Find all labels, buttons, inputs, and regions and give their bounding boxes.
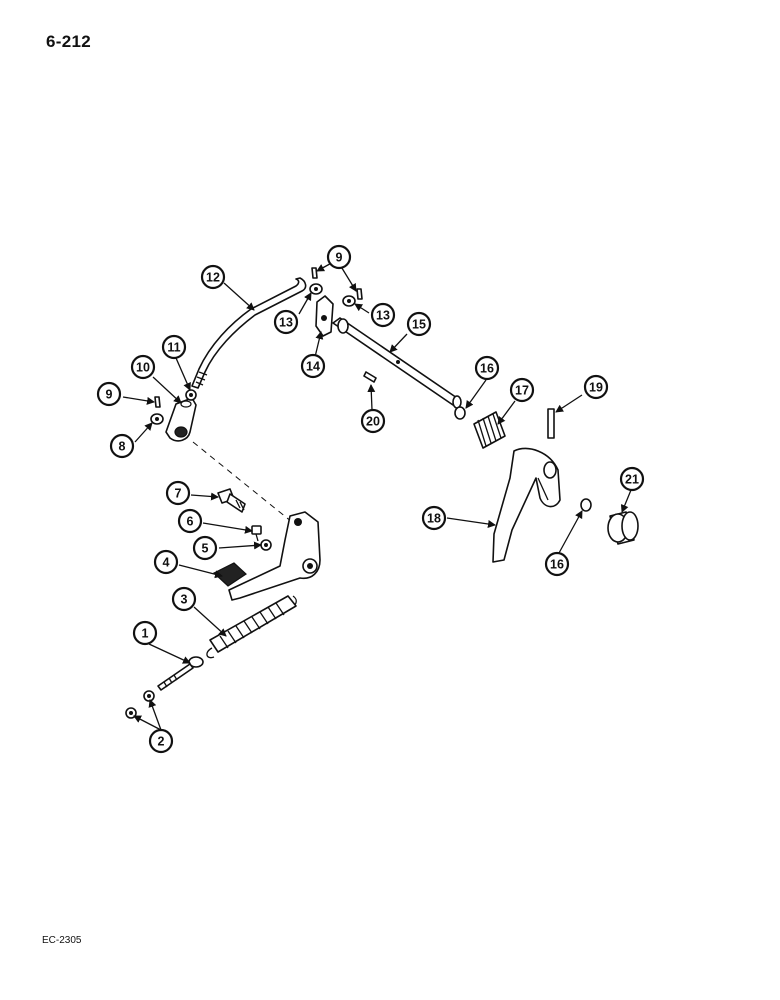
svg-text:17: 17 — [515, 384, 529, 398]
lever-bolt — [251, 525, 262, 542]
callout-9-top: 9 — [326, 244, 352, 270]
svg-text:16: 16 — [550, 558, 564, 572]
svg-text:9: 9 — [106, 388, 113, 402]
callout-3: 3 — [171, 586, 197, 612]
callout-13-right: 13 — [370, 302, 396, 328]
svg-text:14: 14 — [306, 360, 320, 374]
callout-14: 14 — [300, 353, 326, 379]
roll-pin-small — [363, 371, 377, 383]
svg-text:10: 10 — [136, 361, 150, 375]
callout-12: 12 — [200, 264, 226, 290]
svg-text:2: 2 — [158, 735, 165, 749]
callout-20: 20 — [360, 408, 386, 434]
snap-ring-upper — [454, 406, 466, 420]
svg-text:13: 13 — [376, 309, 390, 323]
bushing — [607, 511, 639, 545]
page-number: 6-212 — [46, 32, 91, 51]
callout-9-left: 9 — [96, 381, 122, 407]
svg-text:4: 4 — [163, 556, 170, 570]
callout-7: 7 — [165, 480, 191, 506]
shift-fork — [492, 447, 561, 563]
rod-nut-hole — [189, 393, 193, 397]
return-spring — [206, 595, 297, 659]
svg-text:11: 11 — [167, 341, 180, 355]
callout-21: 21 — [619, 466, 645, 492]
roll-pin-long — [547, 408, 555, 439]
svg-text:1: 1 — [142, 627, 149, 641]
callout-10: 10 — [130, 354, 156, 380]
svg-text:21: 21 — [625, 473, 639, 487]
svg-text:6: 6 — [187, 515, 194, 529]
leader-lines — [122, 259, 632, 731]
callout-16-lower: 16 — [544, 551, 570, 577]
callout-17: 17 — [509, 377, 535, 403]
callout-4: 4 — [153, 549, 179, 575]
callout-6: 6 — [177, 508, 203, 534]
svg-text:8: 8 — [119, 440, 126, 454]
washer-top-left-hole — [314, 287, 318, 291]
callout-13-left: 13 — [273, 309, 299, 335]
rod-end-block — [165, 397, 197, 442]
callout-5: 5 — [192, 535, 218, 561]
nut-lower-hole — [129, 711, 133, 715]
callout-1: 1 — [132, 620, 158, 646]
nut-upper-hole — [147, 694, 151, 698]
cotter-pin-top-left — [311, 267, 318, 279]
shift-arm-plate — [315, 295, 334, 337]
callout-2: 2 — [148, 728, 174, 754]
cotter-pin-top-right — [356, 288, 363, 300]
callout-18: 18 — [421, 505, 447, 531]
svg-text:5: 5 — [202, 542, 209, 556]
svg-text:18: 18 — [427, 512, 441, 526]
svg-text:15: 15 — [412, 318, 426, 332]
figure-code: EC-2305 — [42, 935, 82, 946]
washer-left-hole — [155, 417, 159, 421]
callout-11: 11 — [161, 334, 187, 360]
callout-8: 8 — [109, 433, 135, 459]
lever-nut-hole — [264, 543, 268, 547]
callout-19: 19 — [583, 374, 609, 400]
cotter-pin-left — [154, 396, 161, 408]
pedal-lever — [212, 511, 321, 601]
svg-text:9: 9 — [336, 251, 343, 265]
shift-rod — [191, 277, 307, 389]
svg-text:12: 12 — [206, 271, 220, 285]
svg-text:20: 20 — [366, 415, 380, 429]
detent-spring — [473, 411, 506, 449]
svg-text:19: 19 — [589, 381, 603, 395]
callout-15: 15 — [406, 311, 432, 337]
callout-16-upper: 16 — [474, 355, 500, 381]
pivot-bolt — [217, 488, 246, 513]
svg-text:16: 16 — [480, 362, 494, 376]
snap-ring-lower — [580, 498, 592, 512]
svg-text:3: 3 — [181, 593, 188, 607]
shift-shaft — [332, 317, 462, 409]
eye-bolt — [157, 656, 204, 691]
svg-text:7: 7 — [175, 487, 182, 501]
svg-text:13: 13 — [279, 316, 293, 330]
washer-top-right-hole — [347, 299, 351, 303]
